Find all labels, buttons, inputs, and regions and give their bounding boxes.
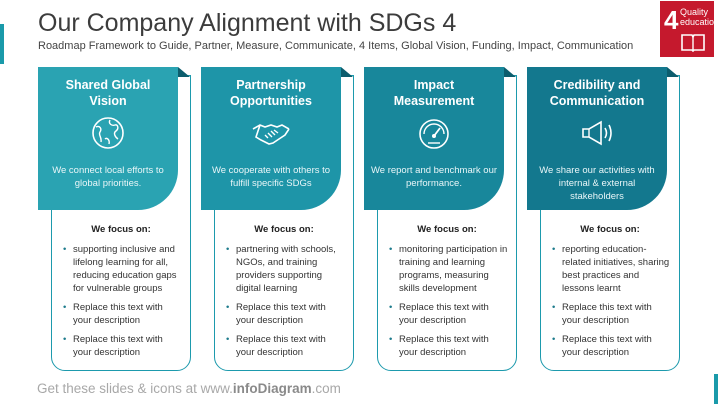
card-description: We share our activities with internal & …: [539, 165, 655, 202]
list-item: supporting inclusive and lifelong learni…: [63, 243, 183, 295]
bullet-list: monitoring participation in training and…: [389, 243, 509, 365]
sdg-label: Quality education: [680, 7, 718, 27]
focus-label: We focus on:: [417, 224, 477, 235]
megaphone-icon: [582, 120, 612, 146]
book-icon: [681, 34, 705, 52]
footer-credit[interactable]: Get these slides & icons at www.infoDiag…: [37, 381, 341, 396]
card-title: Partnership Opportunities: [230, 78, 312, 108]
list-item: Replace this text with your description: [63, 333, 183, 359]
card-impact-measurement: Impact Measurement We report and benchma…: [364, 67, 517, 371]
focus-label: We focus on:: [91, 224, 151, 235]
card-credibility-communication: Credibility and Communication We share o…: [527, 67, 680, 371]
card-header: Impact Measurement We report and benchma…: [364, 67, 504, 210]
list-item: reporting education-related initiatives,…: [552, 243, 672, 295]
handshake-icon: [252, 124, 290, 145]
left-accent-bar: [0, 24, 4, 64]
list-item: Replace this text with your description: [389, 333, 509, 359]
list-item: Replace this text with your description: [552, 301, 672, 327]
right-accent-bar: [714, 374, 718, 404]
list-item: Replace this text with your description: [552, 333, 672, 359]
card-tab: [667, 67, 679, 77]
list-item: Replace this text with your description: [226, 301, 346, 327]
footer-brand: infoDiagram: [232, 381, 312, 396]
card-shared-global-vision: Shared Global Vision We connect local ef…: [38, 67, 191, 371]
focus-label: We focus on:: [254, 224, 314, 235]
footer-prefix: Get these slides & icons at www.: [37, 381, 233, 396]
list-item: partnering with schools, NGOs, and train…: [226, 243, 346, 295]
card-title: Shared Global Vision: [65, 78, 151, 108]
card-title: Impact Measurement: [393, 78, 475, 108]
card-header: Credibility and Communication We share o…: [527, 67, 667, 210]
card-tab: [504, 67, 516, 77]
page-subtitle: Roadmap Framework to Guide, Partner, Mea…: [38, 40, 634, 52]
footer-suffix: .com: [311, 381, 341, 396]
card-description: We cooperate with others to fulfill spec…: [211, 165, 331, 189]
list-item: monitoring participation in training and…: [389, 243, 509, 295]
card-header: Shared Global Vision We connect local ef…: [38, 67, 178, 210]
gauge-icon: [419, 119, 449, 149]
card-tab: [178, 67, 190, 77]
focus-label: We focus on:: [580, 224, 640, 235]
bullet-list: reporting education-related initiatives,…: [552, 243, 672, 365]
list-item: Replace this text with your description: [389, 301, 509, 327]
card-description: We report and benchmark our performance.: [370, 165, 498, 189]
sdg-number: 4: [664, 5, 679, 35]
card-header: Partnership Opportunities We cooperate w…: [201, 67, 341, 210]
card-partnership-opportunities: Partnership Opportunities We cooperate w…: [201, 67, 354, 371]
list-item: Replace this text with your description: [226, 333, 346, 359]
bullet-list: supporting inclusive and lifelong learni…: [63, 243, 183, 365]
sdg-badge: 4 Quality education: [660, 1, 718, 57]
list-item: Replace this text with your description: [63, 301, 183, 327]
card-title: Credibility and Communication: [549, 78, 645, 108]
page-title: Our Company Alignment with SDGs 4: [38, 9, 457, 37]
bullet-list: partnering with schools, NGOs, and train…: [226, 243, 346, 365]
card-description: We connect local efforts to global prior…: [52, 165, 164, 189]
globe-icon: [92, 117, 124, 149]
card-tab: [341, 67, 353, 77]
